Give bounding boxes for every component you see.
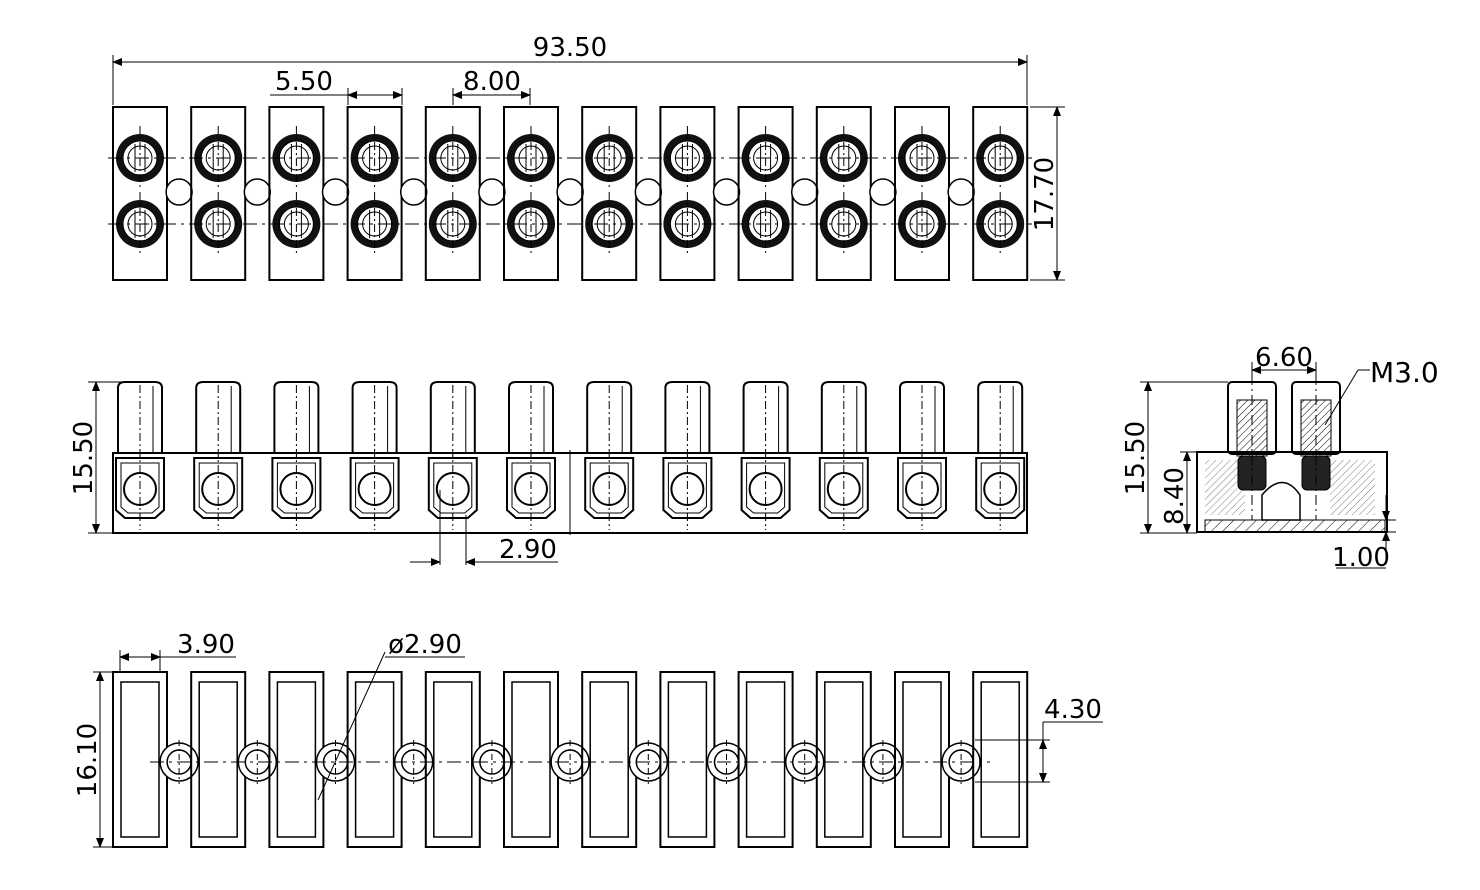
mounting-hole: [399, 178, 428, 206]
wire-entry-inner: [746, 462, 786, 514]
terminal-recess: [433, 681, 473, 838]
screw-tower: [273, 381, 320, 453]
bottom-view: 3.90 ø2.90 16.10 4.30: [73, 630, 1103, 848]
dim-hole-height: 4.30: [1044, 695, 1102, 725]
wire-entry: [818, 457, 869, 519]
screw-tower: [899, 381, 945, 453]
dim-bottom-height: 16.10: [73, 723, 103, 797]
dim-hole-diameter: ø2.90: [388, 630, 462, 660]
front-view-terminals: [115, 381, 1026, 530]
screw-tower: [429, 381, 476, 453]
wire-entry: [506, 457, 556, 519]
wire-entry-inner: [120, 462, 160, 514]
dim-pitch: 8.00: [463, 67, 521, 97]
screw-tower: [977, 381, 1024, 453]
wire-entry-inner: [902, 462, 942, 514]
mounting-hole: [165, 178, 193, 206]
wire-entry: [897, 457, 947, 519]
terminal-recess: [276, 681, 317, 838]
wire-entry: [427, 457, 478, 519]
mounting-hole: [790, 178, 819, 206]
mounting-hole: [947, 178, 975, 206]
wire-entry-inner: [667, 462, 707, 514]
dim-side-height: 15.50: [1121, 421, 1151, 495]
dim-edge-offset: 3.90: [177, 630, 235, 660]
wire-entry-inner: [824, 462, 864, 514]
mounting-hole: [321, 178, 350, 206]
top-view-dimensions: 93.50 5.50 8.00 17.70: [112, 33, 1065, 281]
front-view: 15.50 2.90: [69, 381, 1028, 566]
wire-entry-inner: [589, 462, 629, 514]
screw-tower: [117, 381, 163, 453]
wire-entry: [740, 457, 791, 519]
wire-entry: [193, 457, 244, 519]
mounting-hole: [478, 178, 506, 206]
screw-tower: [586, 381, 633, 453]
top-view-terminals: [108, 106, 1032, 281]
wire-entry: [115, 457, 165, 519]
mounting-hole: [556, 178, 584, 206]
terminal-recess: [198, 681, 238, 838]
dim-front-height: 15.50: [69, 421, 99, 495]
mounting-hole: [243, 178, 272, 206]
screw-tower: [820, 381, 867, 453]
mounting-hole: [869, 178, 897, 206]
terminal-recess: [354, 681, 395, 838]
terminal-recess: [824, 681, 864, 838]
dim-body-height: 8.40: [1160, 467, 1190, 525]
bottom-view-terminals: [112, 671, 1029, 848]
wire-entry: [975, 457, 1026, 519]
wire-entry: [349, 457, 400, 519]
wire-entry-inner: [980, 462, 1020, 514]
screw-tower: [195, 381, 242, 453]
wire-entry-inner: [355, 462, 395, 514]
dim-thread: M3.0: [1370, 356, 1439, 389]
terminal-recess: [120, 681, 160, 838]
mounting-hole: [712, 178, 741, 206]
terminal-recess: [980, 681, 1020, 838]
dim-base-thickness: 1.00: [1332, 543, 1390, 573]
terminal-block: [972, 671, 1029, 848]
mounting-hole: [634, 178, 663, 206]
side-view-dimensions: 6.60 M3.0 15.50 8.40 1.00: [1121, 343, 1439, 573]
terminal-recess: [589, 681, 629, 838]
dim-slot-width: 5.50: [275, 67, 333, 97]
terminal-recess: [745, 681, 786, 838]
screw-tower: [742, 381, 789, 453]
side-view: 6.60 M3.0 15.50 8.40 1.00: [1121, 343, 1439, 573]
screw-tower: [351, 381, 398, 453]
dim-overall-length: 93.50: [533, 33, 607, 63]
terminal-recess: [902, 681, 942, 838]
wire-entry-inner: [276, 462, 316, 514]
wire-entry: [271, 457, 322, 519]
bottom-view-dimensions: 3.90 ø2.90 16.10 4.30: [73, 630, 1103, 848]
dim-hole-offset: 2.90: [499, 535, 557, 565]
dim-screw-spacing: 6.60: [1255, 343, 1313, 373]
wire-entry-inner: [433, 462, 473, 514]
front-view-dimensions: 15.50 2.90: [69, 381, 558, 566]
wire-entry: [584, 457, 635, 519]
dim-top-height: 17.70: [1030, 157, 1060, 231]
terminal-block: [972, 106, 1029, 281]
screw-tower: [508, 381, 554, 453]
terminal-recess: [667, 681, 708, 838]
wire-entry: [662, 457, 713, 519]
wire-entry-inner: [511, 462, 551, 514]
terminal-recess: [511, 681, 551, 838]
wire-entry-inner: [198, 462, 238, 514]
screw-tower: [664, 381, 711, 453]
top-view: 93.50 5.50 8.00 17.70: [108, 33, 1065, 281]
